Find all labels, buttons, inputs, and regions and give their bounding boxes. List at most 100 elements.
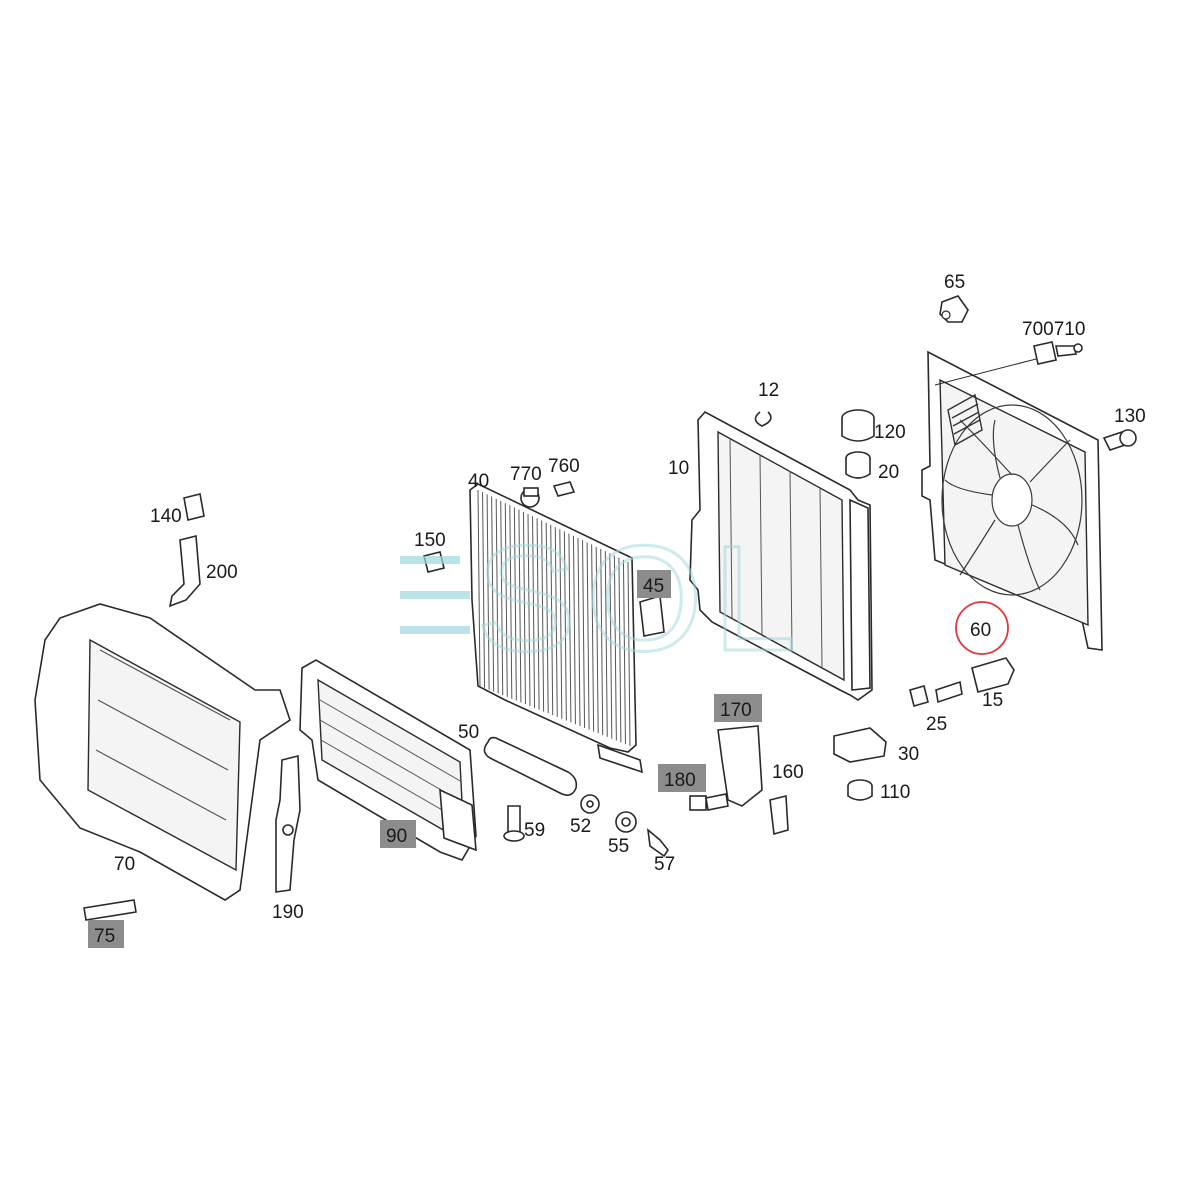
label-10: 10: [668, 458, 689, 479]
condenser-fin: [532, 516, 536, 708]
condenser-fin: [518, 509, 522, 703]
condenser-fin: [559, 529, 563, 719]
condenser-fin: [545, 522, 549, 714]
condenser-fin: [600, 548, 604, 736]
part-75-seal: [83, 899, 137, 921]
condenser-fin: [500, 500, 504, 696]
label-57: 57: [654, 854, 675, 875]
part-760-fitting: [552, 481, 576, 497]
condenser-fin: [591, 544, 595, 732]
condenser-fin: [613, 555, 617, 741]
condenser-fin: [491, 496, 495, 692]
condenser-fin: [527, 513, 531, 707]
label-120: 120: [874, 422, 906, 443]
label-60: 60: [970, 620, 991, 641]
label-90: 90: [386, 826, 407, 847]
highlight-box-45: [637, 570, 671, 598]
part-190-mount: [275, 754, 301, 893]
label-52: 52: [570, 816, 591, 837]
highlight-box-170: [714, 694, 762, 722]
part-55-nut: [615, 811, 637, 833]
condenser-fin: [482, 492, 486, 688]
label-130: 130: [1114, 406, 1146, 427]
highlight-circle-60: [955, 601, 1009, 655]
condenser-fin: [609, 553, 613, 739]
condenser-fin: [622, 559, 626, 745]
part-30-bracket: [833, 727, 887, 763]
label-25: 25: [926, 714, 947, 735]
condenser-fin: [513, 507, 517, 701]
label-110: 110: [880, 782, 910, 803]
condenser-fin: [577, 537, 581, 727]
condenser-fin: [604, 551, 608, 737]
label-50: 50: [458, 722, 479, 743]
label-55: 55: [608, 836, 629, 857]
part-59-bolt: [503, 805, 525, 842]
part-12-clip: [754, 411, 772, 427]
condenser-fin: [627, 561, 631, 747]
label-59: 59: [524, 820, 545, 841]
part-170-bracket: [717, 725, 763, 807]
condenser-fin: [477, 489, 481, 687]
label-65: 65: [944, 272, 965, 293]
condenser-fin: [522, 511, 526, 705]
watermark: SOL: [400, 513, 806, 684]
condenser-fin: [504, 503, 508, 697]
label-170: 170: [720, 700, 752, 721]
part-57-bolt: [646, 828, 669, 858]
part-120-cap: [841, 409, 875, 442]
part-700-710-connector: [1033, 341, 1083, 365]
part-200-bracket: [168, 534, 201, 608]
condenser-fin: [550, 524, 554, 716]
part-20-filter: [845, 451, 871, 479]
part-130-bolt: [1102, 429, 1137, 451]
condenser-fin: [509, 505, 513, 699]
part-140-pin: [183, 493, 205, 521]
air-guide: [34, 603, 291, 901]
label-140: 140: [150, 506, 182, 527]
fan-shroud-assembly: [921, 350, 1103, 651]
condenser-fin: [572, 535, 576, 725]
condenser-fin: [563, 531, 567, 721]
condenser-fin: [582, 540, 586, 728]
label-20: 20: [878, 462, 899, 483]
label-180: 180: [664, 770, 696, 791]
condenser-fin: [568, 533, 572, 723]
label-75: 75: [94, 926, 115, 947]
condenser-fin: [586, 542, 590, 730]
intercooler: [299, 659, 477, 861]
condenser-fin: [495, 498, 499, 694]
label-700710: 700710: [1022, 319, 1085, 340]
label-30: 30: [898, 744, 919, 765]
watermark-text: SOL: [476, 514, 806, 682]
label-150: 150: [414, 530, 446, 551]
highlight-box-180: [658, 764, 706, 792]
label-12: 12: [758, 380, 779, 401]
label-200: 200: [206, 562, 238, 583]
condenser-fin: [541, 520, 545, 712]
part-15-switch: [935, 657, 1015, 704]
part-52-washer: [580, 794, 600, 814]
part-770-fitting: [520, 487, 540, 508]
highlight-box-90: [380, 820, 416, 848]
part-65-clip: [939, 295, 969, 323]
part-160-sensor: [769, 794, 789, 836]
part-110-mount: [847, 779, 873, 801]
label-760: 760: [548, 456, 580, 477]
condenser-fin: [486, 494, 490, 690]
condenser-fin: [618, 557, 622, 743]
condenser-fin: [554, 527, 558, 717]
condenser-fin: [595, 546, 599, 734]
label-15: 15: [982, 690, 1003, 711]
condenser: [469, 483, 644, 774]
label-70: 70: [114, 854, 135, 875]
part-50-drier: [483, 736, 578, 796]
label-40: 40: [468, 471, 489, 492]
label-190: 190: [272, 902, 304, 923]
condenser-fin: [536, 518, 540, 710]
label-160: 160: [772, 762, 804, 783]
label-770: 770: [510, 464, 542, 485]
highlight-box-75: [88, 920, 124, 948]
part-25-clip: [909, 685, 929, 707]
